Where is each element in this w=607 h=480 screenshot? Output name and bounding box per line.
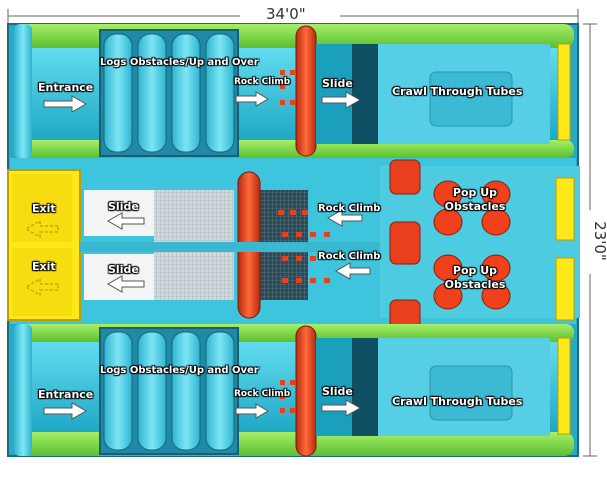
top-logs-label: Logs Obstacles/Up and Over [100,57,259,68]
top-lane [14,24,574,158]
arrow-left-icon [106,212,145,230]
top-entrance-label: Entrance [38,81,94,94]
middle-slide-label-1: Slide [108,200,139,213]
middle-lane [7,158,580,335]
arrow-left-icon [106,275,145,293]
arrow-left-icon [326,209,363,227]
bottom-rock-climb-label: Rock Climb [234,389,291,399]
arrow-left-icon [24,277,59,297]
top-crawl-label: Crawl Through Tubes [392,85,523,98]
bottom-crawl-label: Crawl Through Tubes [392,395,523,408]
bottom-entrance-label: Entrance [38,388,94,401]
middle-rock-climb-label-1: Rock Climb [318,203,381,214]
middle-slide-label-2: Slide [108,263,139,276]
exit-label-2: Exit [32,260,56,273]
arrow-left-icon [334,262,371,280]
top-rock-climb-label: Rock Climb [234,77,291,87]
exit-arrows [24,219,59,297]
bottom-slide-label: Slide [322,385,353,398]
arrow-right-icon [43,95,88,113]
bottom-logs-label: Logs Obstacles/Up and Over [100,365,259,376]
exit-label-1: Exit [32,202,56,215]
width-dimension-label: 34'0" [266,5,306,23]
arrow-right-icon [43,402,88,420]
arrow-right-icon [235,403,269,419]
popup-obstacles-label-2: Pop Up Obstacles [444,264,506,291]
top-slide-label: Slide [322,77,353,90]
direction-arrows [43,91,371,420]
arrow-left-icon [24,219,59,239]
middle-rock-climb-label-2: Rock Climb [318,251,381,262]
height-dimension-label: 23'0" [591,221,607,261]
arrow-right-icon [321,399,362,417]
arrow-right-icon [235,91,269,107]
popup-obstacles-label-1: Pop Up Obstacles [444,186,506,213]
bottom-lane [14,324,574,457]
arrow-right-icon [321,91,362,109]
